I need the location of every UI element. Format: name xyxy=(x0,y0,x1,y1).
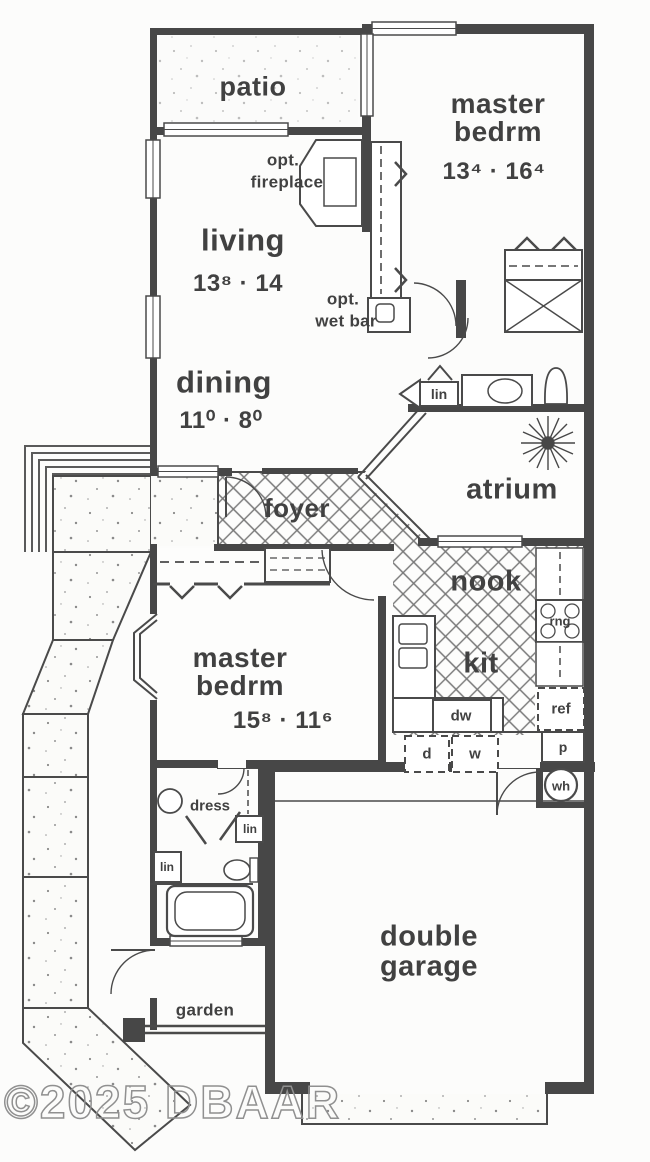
atrium-label: atrium xyxy=(466,473,558,506)
master-lower-closets xyxy=(153,547,375,601)
master-upper-label-2: bedrm xyxy=(453,116,543,147)
dining-label: dining xyxy=(176,364,272,400)
master-upper-label-1: master xyxy=(450,88,546,119)
linen-mid-label: lin xyxy=(243,822,257,836)
hall-closet xyxy=(370,141,408,299)
plant-icon xyxy=(521,416,575,470)
pantry-label: p xyxy=(558,739,568,755)
kitchen-fixtures xyxy=(392,547,585,816)
opt-fireplace-label-2: fireplace xyxy=(250,172,324,192)
watermark: ©2025 DBAAR xyxy=(4,1076,341,1128)
dryer-label: d xyxy=(422,745,432,763)
entry-steps xyxy=(24,445,152,552)
master-lower-dims: 15⁸ · 11⁶ xyxy=(232,707,334,734)
patio-floor xyxy=(158,36,358,124)
garden-label: garden xyxy=(175,1000,235,1020)
dining-dims: 11⁰ · 8⁰ xyxy=(179,407,263,434)
walkway-joints xyxy=(23,776,88,878)
linen-upper-label: lin xyxy=(430,386,448,402)
opt-fireplace-label-1: opt. xyxy=(266,150,300,170)
refrigerator-label: ref xyxy=(551,700,571,718)
linen-small-label: lin xyxy=(160,860,174,874)
washer-label: w xyxy=(469,745,481,763)
nook-label: nook xyxy=(450,565,522,598)
atrium-glass-walls xyxy=(357,407,431,546)
entry-door-arc xyxy=(225,476,267,518)
living-dims: 13⁸ · 14 xyxy=(192,270,284,297)
water-heater-label: wh xyxy=(551,778,571,794)
dressing-label: dress xyxy=(189,797,231,815)
walkway xyxy=(21,474,217,1152)
master-lower-label-1: master xyxy=(192,642,288,673)
opt-wet-bar-label-1: opt. xyxy=(326,289,360,309)
wet-bar xyxy=(367,297,411,333)
kitchen-label: kit xyxy=(463,647,499,680)
opt-wet-bar-label-2: wet bar xyxy=(315,311,377,331)
fireplace xyxy=(299,139,363,227)
bay-window xyxy=(133,613,158,700)
master-bath-upper xyxy=(413,236,583,408)
linen-upper-closet xyxy=(398,364,459,410)
dressing-bath xyxy=(110,767,264,995)
master-upper-dims: 13⁴ · 16⁴ xyxy=(442,158,546,185)
patio-label: patio xyxy=(219,71,287,102)
living-label: living xyxy=(201,222,285,258)
driveway-edge xyxy=(301,1094,548,1125)
window-midlines xyxy=(152,28,522,942)
foyer-label: foyer xyxy=(263,493,331,523)
driveway-apron xyxy=(302,1094,547,1124)
dishwasher-label: dw xyxy=(450,707,472,725)
garage-label-1: double xyxy=(379,920,479,953)
range-label: rng xyxy=(549,613,571,629)
garage-label-2: garage xyxy=(379,950,479,983)
master-lower-label-2: bedrm xyxy=(195,670,285,701)
